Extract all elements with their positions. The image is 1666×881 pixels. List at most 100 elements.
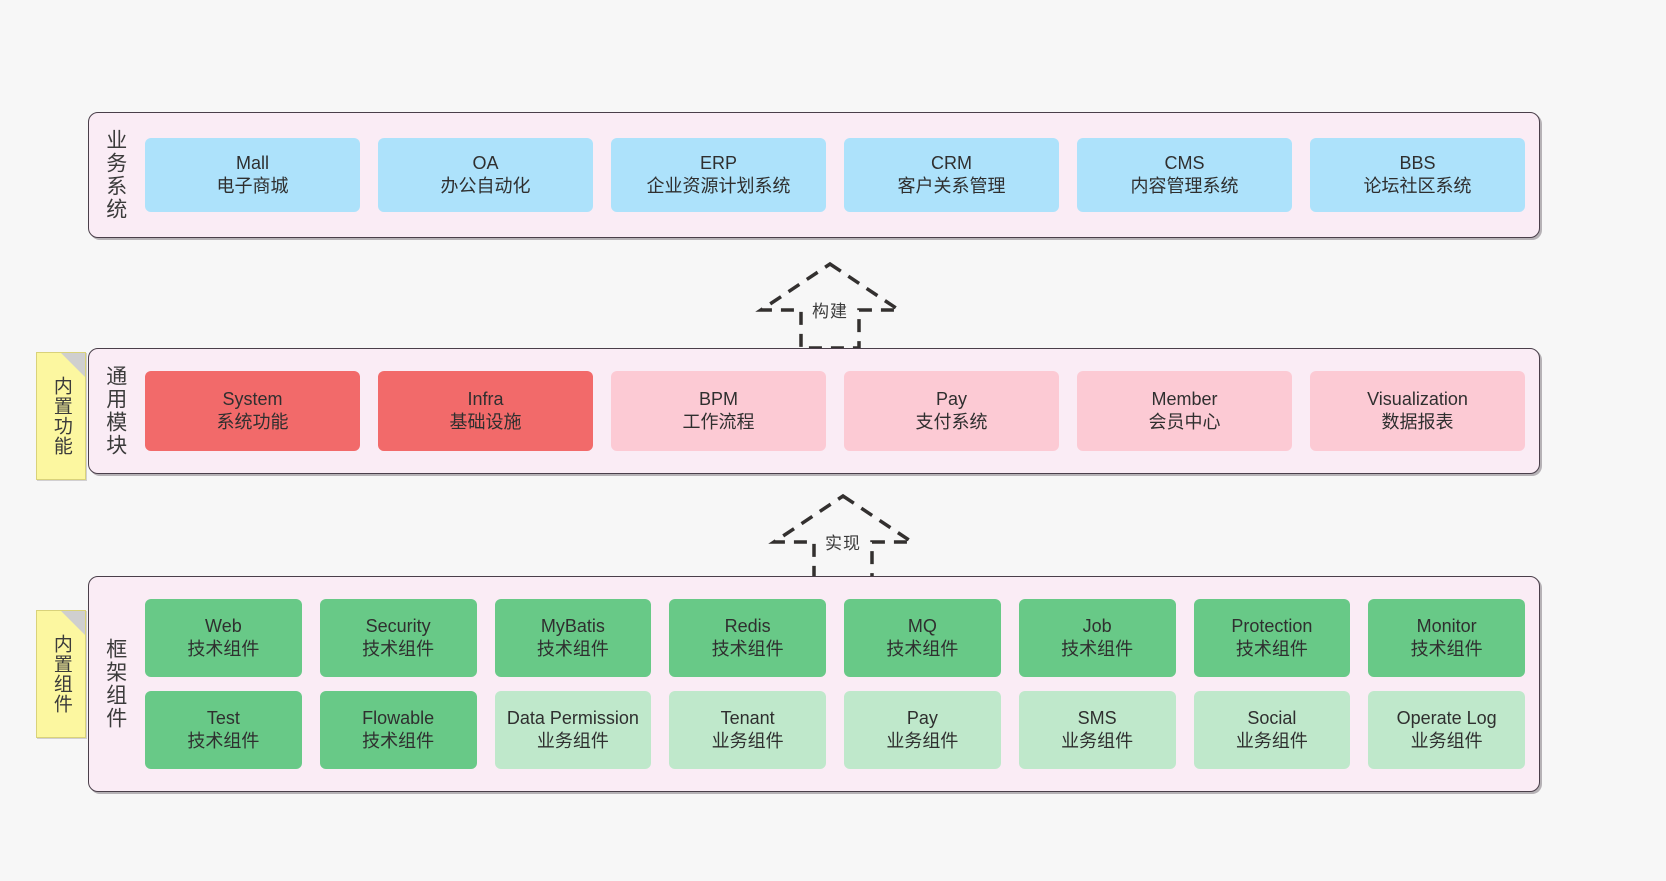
layer-title-framework-component: 框架组件 (103, 638, 127, 730)
card-monitor[interactable]: Monitor 技术组件 (1368, 599, 1525, 677)
card-title: Web (205, 615, 242, 636)
card-subtitle: 技术组件 (1235, 639, 1308, 659)
card-oa[interactable]: OA 办公自动化 (378, 138, 593, 212)
card-title: CMS (1164, 152, 1205, 173)
card-system[interactable]: System 系统功能 (145, 371, 360, 451)
dashed-up-arrow-icon (768, 493, 918, 582)
card-subtitle: 企业资源计划系统 (646, 176, 791, 196)
card-pay-business[interactable]: Pay 业务组件 (844, 691, 1001, 769)
layer-title-general-module: 通用模块 (103, 365, 127, 457)
card-title: MyBatis (540, 615, 605, 636)
card-infra[interactable]: Infra 基础设施 (378, 371, 593, 451)
card-title: System (222, 388, 283, 409)
card-subtitle: 办公自动化 (440, 176, 531, 196)
card-title: Test (206, 707, 240, 728)
card-subtitle: 业务组件 (1235, 731, 1308, 751)
card-mybatis[interactable]: MyBatis 技术组件 (494, 599, 652, 677)
card-subtitle: 业务组件 (711, 731, 784, 751)
card-title: Protection (1231, 615, 1313, 636)
card-subtitle: 工作流程 (682, 412, 755, 432)
card-title: Tenant (720, 707, 775, 728)
layer-business-system: 业务系统 Mall 电子商城 OA 办公自动化 ERP 企业资源计划系统 CRM… (88, 112, 1540, 238)
card-social[interactable]: Social 业务组件 (1193, 691, 1351, 769)
connector-implement-arrow: 实现 (768, 490, 918, 582)
card-mq[interactable]: MQ 技术组件 (844, 599, 1001, 677)
card-title: Member (1151, 388, 1218, 409)
card-data-permission[interactable]: Data Permission 业务组件 (494, 691, 652, 769)
card-title: Flowable (362, 707, 435, 728)
card-title: Visualization (1367, 388, 1468, 409)
card-security[interactable]: Security 技术组件 (319, 599, 477, 677)
card-mall[interactable]: Mall 电子商城 (145, 138, 360, 212)
card-title: SMS (1077, 707, 1117, 728)
card-sms[interactable]: SMS 业务组件 (1018, 691, 1176, 769)
card-erp[interactable]: ERP 企业资源计划系统 (611, 138, 826, 212)
card-subtitle: 技术组件 (187, 731, 260, 751)
card-flowable[interactable]: Flowable 技术组件 (319, 691, 477, 769)
card-subtitle: 技术组件 (362, 731, 435, 751)
card-title: Infra (467, 388, 504, 409)
card-title: Data Permission (506, 707, 639, 728)
card-row: Web 技术组件 Security 技术组件 MyBatis 技术组件 Redi… (145, 599, 1525, 677)
card-subtitle: 技术组件 (536, 639, 609, 659)
card-subtitle: 数据报表 (1381, 412, 1454, 432)
card-title: Pay (906, 707, 938, 728)
card-bpm[interactable]: BPM 工作流程 (611, 371, 826, 451)
card-redis[interactable]: Redis 技术组件 (669, 599, 826, 677)
card-title: CRM (931, 152, 972, 173)
card-title: Social (1247, 707, 1297, 728)
card-subtitle: 技术组件 (886, 639, 959, 659)
card-subtitle: 论坛社区系统 (1363, 176, 1472, 196)
card-tenant[interactable]: Tenant 业务组件 (669, 691, 826, 769)
layer-body-general-module: System 系统功能 Infra 基础设施 BPM 工作流程 Pay 支付系统… (141, 349, 1539, 473)
card-visualization[interactable]: Visualization 数据报表 (1310, 371, 1525, 451)
card-subtitle: 技术组件 (187, 639, 260, 659)
card-title: BPM (698, 388, 738, 409)
card-web[interactable]: Web 技术组件 (145, 599, 302, 677)
card-row: Mall 电子商城 OA 办公自动化 ERP 企业资源计划系统 CRM 客户关系… (145, 138, 1525, 212)
card-title: Monitor (1416, 615, 1477, 636)
layer-framework-component: 框架组件 Web 技术组件 Security 技术组件 MyBatis 技术组件… (88, 576, 1540, 792)
card-subtitle: 电子商城 (216, 176, 289, 196)
card-title: Redis (724, 615, 771, 636)
card-subtitle: 业务组件 (1061, 731, 1134, 751)
card-subtitle: 业务组件 (886, 731, 959, 751)
card-bbs[interactable]: BBS 论坛社区系统 (1310, 138, 1525, 212)
card-subtitle: 业务组件 (1410, 731, 1483, 751)
card-title: Pay (935, 388, 968, 409)
card-subtitle: 客户关系管理 (897, 176, 1006, 196)
layer-general-module: 通用模块 System 系统功能 Infra 基础设施 BPM 工作流程 Pay… (88, 348, 1540, 474)
card-operate-log[interactable]: Operate Log 业务组件 (1368, 691, 1525, 769)
card-title: BBS (1399, 152, 1436, 173)
card-title: MQ (907, 615, 937, 636)
card-title: Operate Log (1396, 707, 1497, 728)
card-crm[interactable]: CRM 客户关系管理 (844, 138, 1059, 212)
card-row: Test 技术组件 Flowable 技术组件 Data Permission … (145, 691, 1525, 769)
card-protection[interactable]: Protection 技术组件 (1193, 599, 1351, 677)
card-title: Security (365, 615, 431, 636)
card-member[interactable]: Member 会员中心 (1077, 371, 1292, 451)
card-subtitle: 系统功能 (216, 412, 289, 432)
sticky-note-label: 内置功能 (50, 376, 72, 456)
card-subtitle: 业务组件 (536, 731, 609, 751)
card-job[interactable]: Job 技术组件 (1018, 599, 1176, 677)
card-title: Mall (235, 152, 269, 173)
card-row: System 系统功能 Infra 基础设施 BPM 工作流程 Pay 支付系统… (145, 371, 1525, 451)
card-title: OA (472, 152, 499, 173)
card-subtitle: 技术组件 (362, 639, 435, 659)
layer-body-framework-component: Web 技术组件 Security 技术组件 MyBatis 技术组件 Redi… (141, 577, 1539, 791)
sticky-note-label: 内置组件 (50, 634, 72, 714)
card-title: ERP (699, 152, 737, 173)
sticky-note-builtin-function: 内置功能 (36, 352, 86, 480)
card-cms[interactable]: CMS 内容管理系统 (1077, 138, 1292, 212)
card-pay[interactable]: Pay 支付系统 (844, 371, 1059, 451)
card-subtitle: 内容管理系统 (1130, 176, 1239, 196)
card-subtitle: 基础设施 (449, 412, 522, 432)
connector-build-arrow: 构建 (755, 258, 905, 350)
card-subtitle: 会员中心 (1148, 412, 1221, 432)
card-title: Job (1082, 615, 1112, 636)
card-subtitle: 支付系统 (915, 412, 988, 432)
card-subtitle: 技术组件 (1410, 639, 1483, 659)
card-subtitle: 技术组件 (1061, 639, 1134, 659)
card-test[interactable]: Test 技术组件 (145, 691, 302, 769)
